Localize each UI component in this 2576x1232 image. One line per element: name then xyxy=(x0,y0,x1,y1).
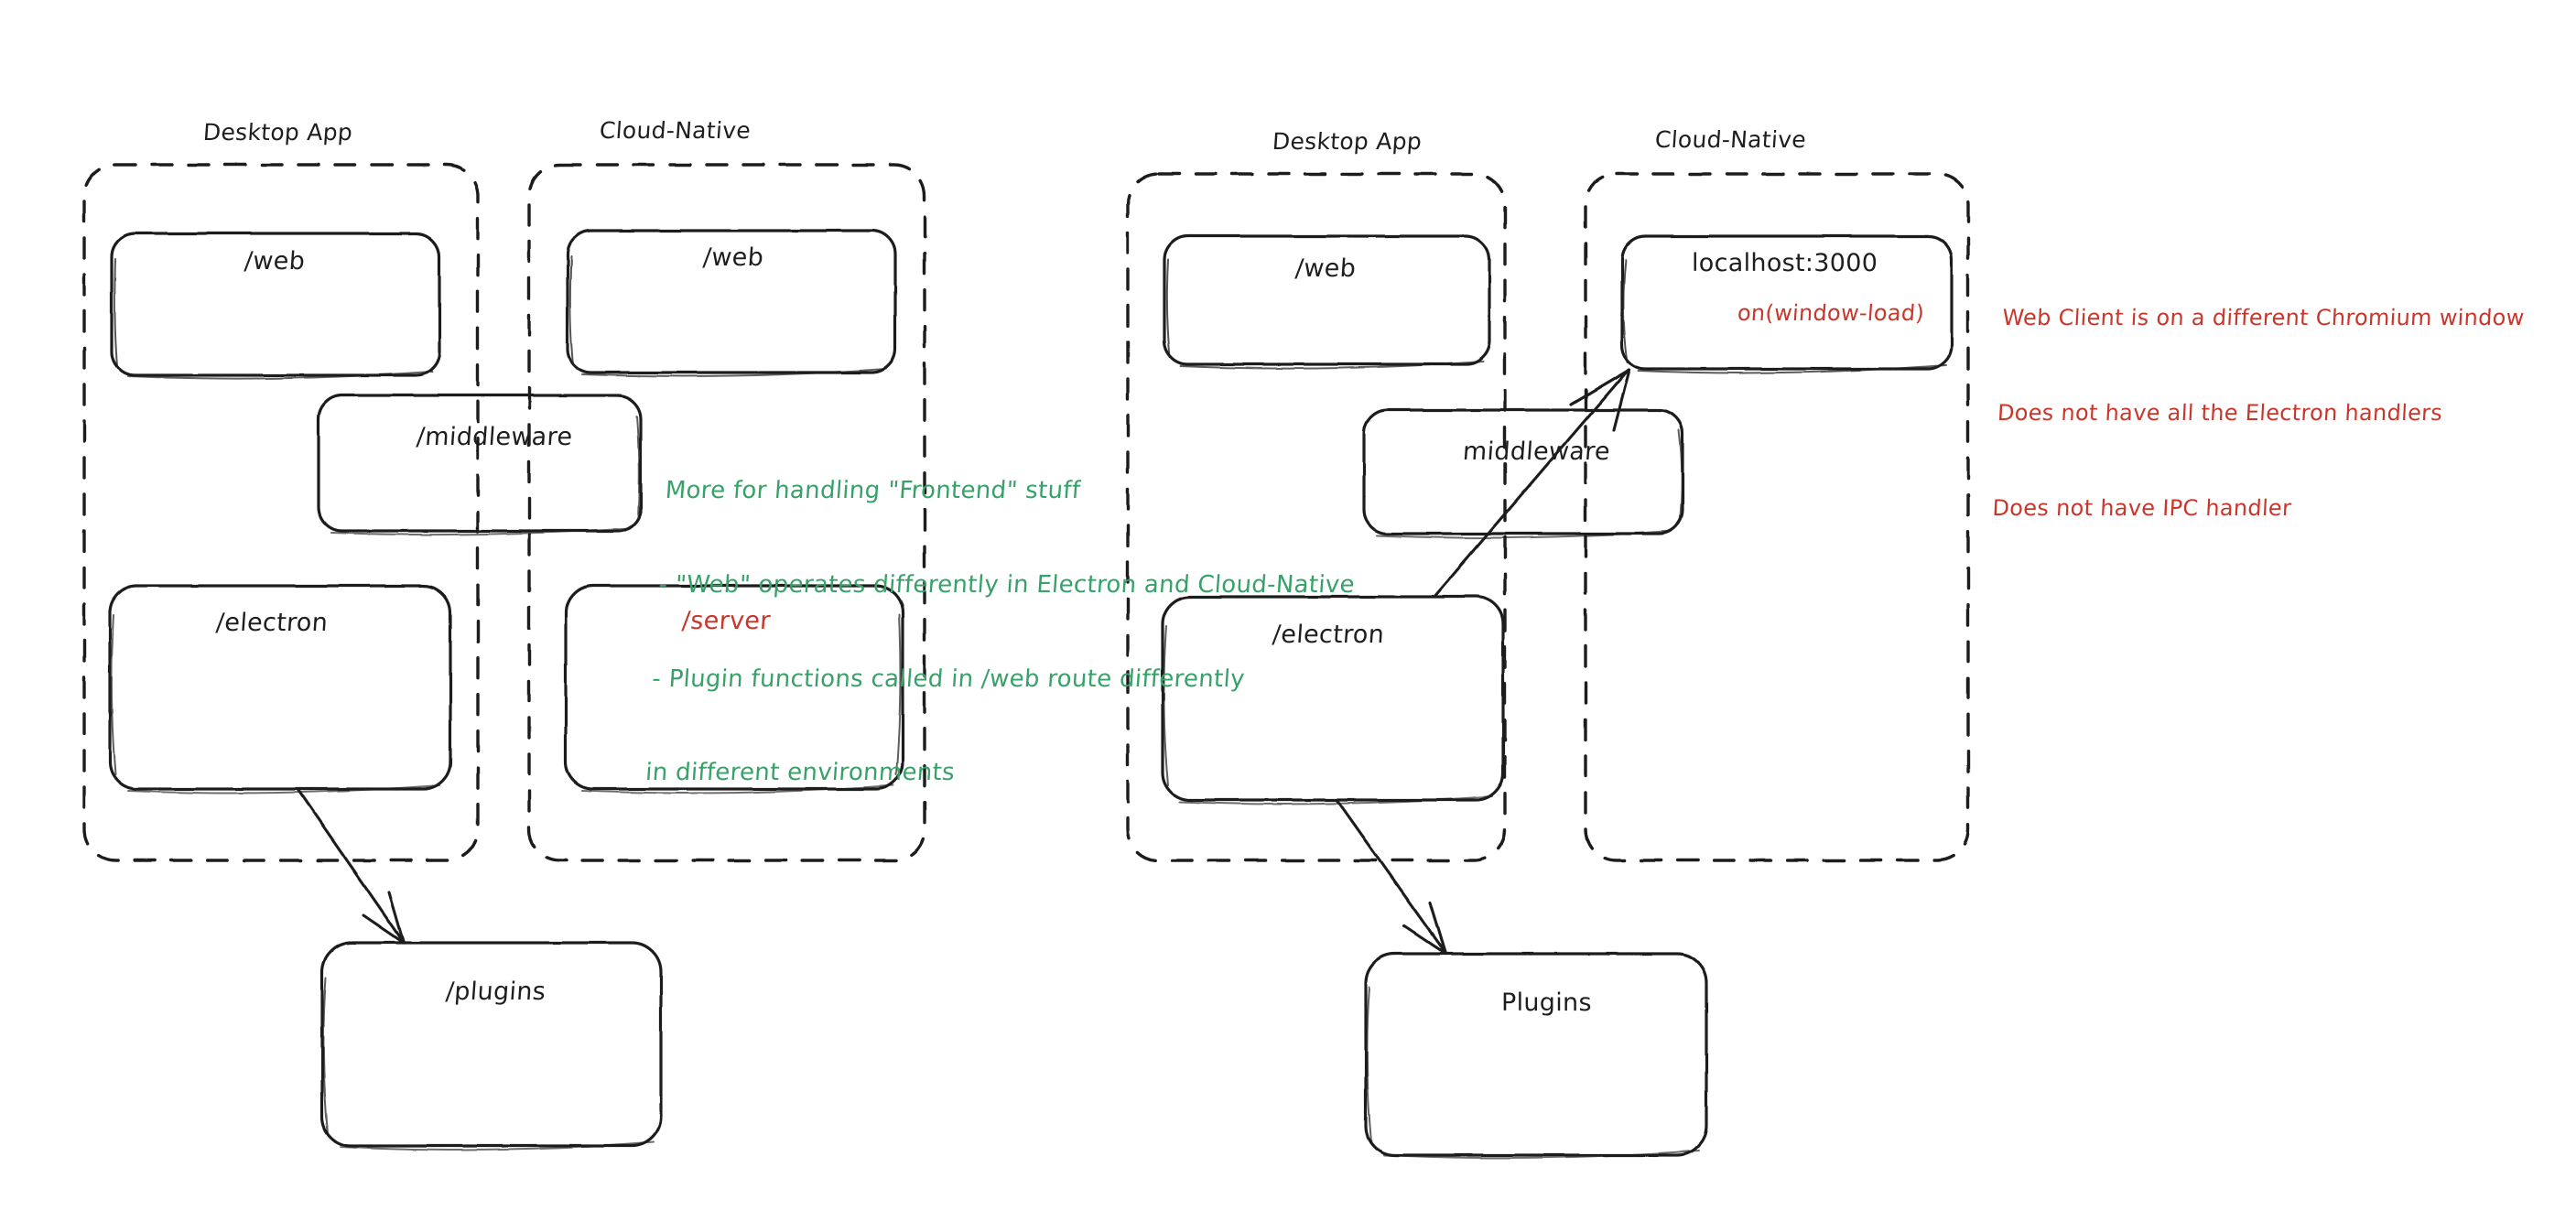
box-shape-right-middleware xyxy=(1362,408,1684,539)
box-shape-left-desktop-web xyxy=(110,232,441,380)
box-shape-right-plugins xyxy=(1364,952,1708,1160)
arrow-left-electron-to-plugins xyxy=(296,787,406,945)
arrow-right-electron-to-plugins xyxy=(1335,798,1447,956)
box-shape-right-electron xyxy=(1161,595,1505,805)
box-shape-left-plugins xyxy=(320,941,663,1151)
group-frame-right-desktop-app xyxy=(1126,172,1507,862)
box-shape-right-desktop-web xyxy=(1163,234,1491,370)
box-shape-left-cloud-web xyxy=(566,229,897,377)
group-frame-left-desktop-app xyxy=(82,163,480,862)
box-shape-left-middleware xyxy=(317,394,643,536)
box-shape-right-localhost xyxy=(1620,234,1954,374)
box-shape-left-server xyxy=(564,584,904,794)
box-shape-left-electron xyxy=(108,584,452,794)
group-frame-right-cloud-native xyxy=(1584,172,1970,862)
arrow-right-electron-to-localhost xyxy=(1434,368,1631,597)
group-frame-left-cloud-native xyxy=(527,163,926,862)
